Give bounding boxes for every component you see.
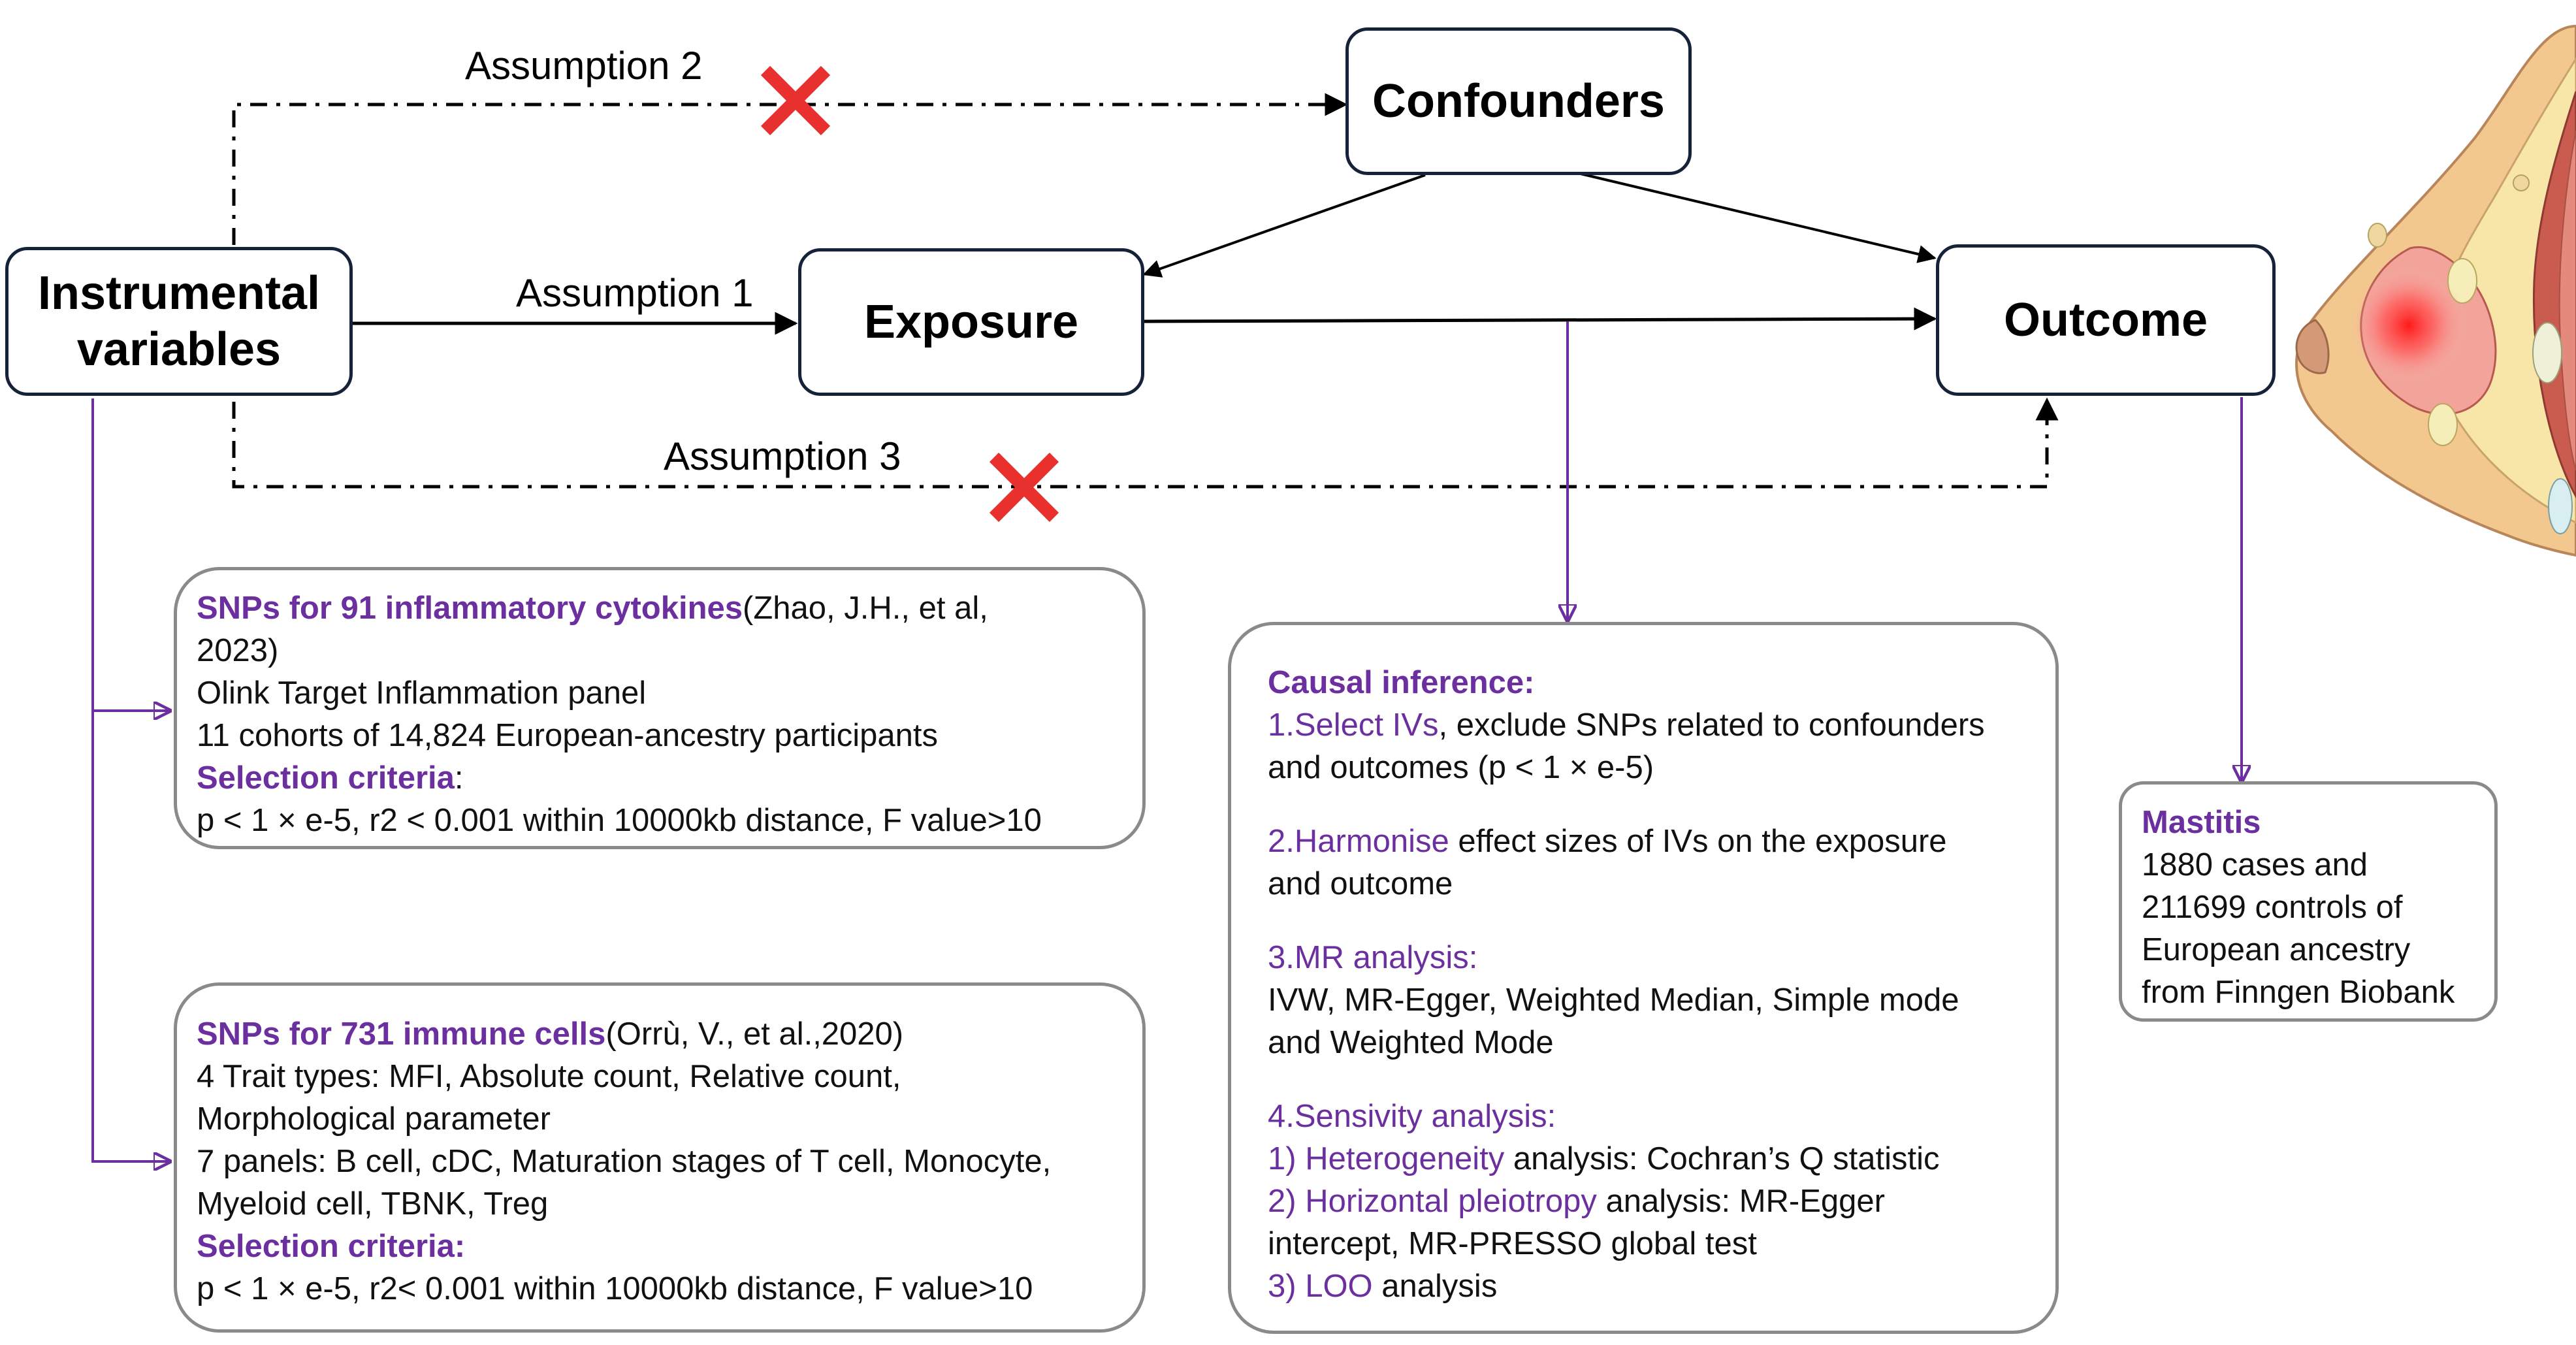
arrow-confounders-outcome [1580,172,1937,263]
node-confounders: Confounders [1345,27,1692,175]
mastitis-controls: 211699 controls of [2142,890,2403,925]
node-instrumental-variables: Instrumental variables [5,247,353,396]
cytokines-cohorts: 11 cohorts of 14,824 European-ancestry p… [197,718,938,753]
causal-step2-label: 2.Harmonise [1268,824,1449,859]
causal-title: Causal inference: [1268,665,1535,700]
mastitis-source: from Finngen Biobank [2142,975,2455,1010]
causal-step4-3-text: analysis [1372,1269,1498,1304]
cytokines-title: SNPs for 91 inflammatory cytokines [197,591,743,626]
causal-step4-label: 4.Sensivity analysis: [1268,1099,1556,1134]
immune-trait-types: 4 Trait types: MFI, Absolute count, Rela… [197,1059,901,1094]
causal-step4-1-text: analysis: Cochran’s Q statistic [1504,1141,1940,1176]
immune-panels-cont: Myeloid cell, TBNK, Treg [197,1186,549,1222]
causal-step1-label: 1.Select IVs [1268,707,1439,743]
box-immune-cells: SNPs for 731 immune cells(Orrù, V., et a… [174,982,1146,1333]
node-instrumental-line1: Instrumental [37,267,321,319]
causal-step3-text2: and Weighted Mode [1268,1025,1554,1060]
box-cytokines: SNPs for 91 inflammatory cytokines(Zhao,… [174,567,1146,849]
causal-step4-2-num: 2) [1268,1184,1306,1219]
immune-criteria-label: Selection criteria: [197,1229,466,1264]
node-outcome: Outcome [1936,244,2276,396]
node-exposure: Exposure [798,248,1144,396]
arrow-confounders-exposure [1142,174,1426,278]
causal-step3-label: 3.MR analysis: [1268,940,1478,975]
causal-step4-2-text: analysis: MR-Egger [1596,1184,1886,1219]
immune-panels: 7 panels: B cell, cDC, Maturation stages… [197,1144,1052,1179]
breast-illustration [2295,24,2576,557]
label-assumption-1: Assumption 1 [516,271,754,315]
causal-step2-text: effect sizes of IVs on the exposure [1449,824,1947,859]
causal-step4-1-label: Heterogeneity [1305,1141,1505,1176]
path-assumption-3 [232,397,2059,489]
label-assumption-2: Assumption 2 [465,44,703,88]
causal-step2-text2: and outcome [1268,866,1453,901]
causal-step4-1-num: 1) [1268,1141,1306,1176]
cross-icon [989,452,1059,523]
cytokines-year: 2023) [197,633,279,668]
immune-criteria: p < 1 × e-5, r2< 0.001 within 10000kb di… [197,1271,1033,1306]
causal-step1-text: , exclude SNPs related to confounders [1438,707,1985,743]
cytokines-criteria-colon: : [454,760,464,796]
immune-cite: (Orrù, V., et al.,2020) [605,1016,904,1052]
causal-step1-text2: and outcomes (p < 1 × e-5) [1268,750,1654,785]
box-causal-inference: Causal inference: 1.Select IVs, exclude … [1228,622,2059,1334]
mastitis-ancestry: European ancestry [2142,932,2411,967]
path-assumption-2 [232,93,1348,245]
causal-step3-text: IVW, MR-Egger, Weighted Median, Simple m… [1268,982,1959,1018]
node-instrumental-line2: variables [76,323,282,376]
label-assumption-3: Assumption 3 [664,434,901,478]
causal-step4-3-num: 3) [1268,1269,1306,1304]
immune-trait-types-cont: Morphological parameter [197,1101,551,1137]
causal-step4-2-text2: intercept, MR-PRESSO global test [1268,1226,1757,1261]
causal-step4-3-label: LOO [1305,1269,1373,1304]
mastitis-title: Mastitis [2142,805,2261,840]
mastitis-cases: 1880 cases and [2142,847,2368,883]
cytokines-panel: Olink Target Inflammation panel [197,675,647,711]
cytokines-cite: (Zhao, J.H., et al, [743,591,988,626]
box-mastitis: Mastitis 1880 cases and 211699 controls … [2119,781,2498,1022]
cross-icon [760,65,831,136]
cytokines-criteria: p < 1 × e-5, r2 < 0.001 within 10000kb d… [197,803,1042,838]
cytokines-criteria-label: Selection criteria [197,760,455,796]
immune-title: SNPs for 731 immune cells [197,1016,606,1052]
arrow-exposure-outcome [1144,307,1937,331]
connector-iv-boxes [91,398,170,1161]
causal-step4-2-label: Horizontal pleiotropy [1305,1184,1597,1219]
